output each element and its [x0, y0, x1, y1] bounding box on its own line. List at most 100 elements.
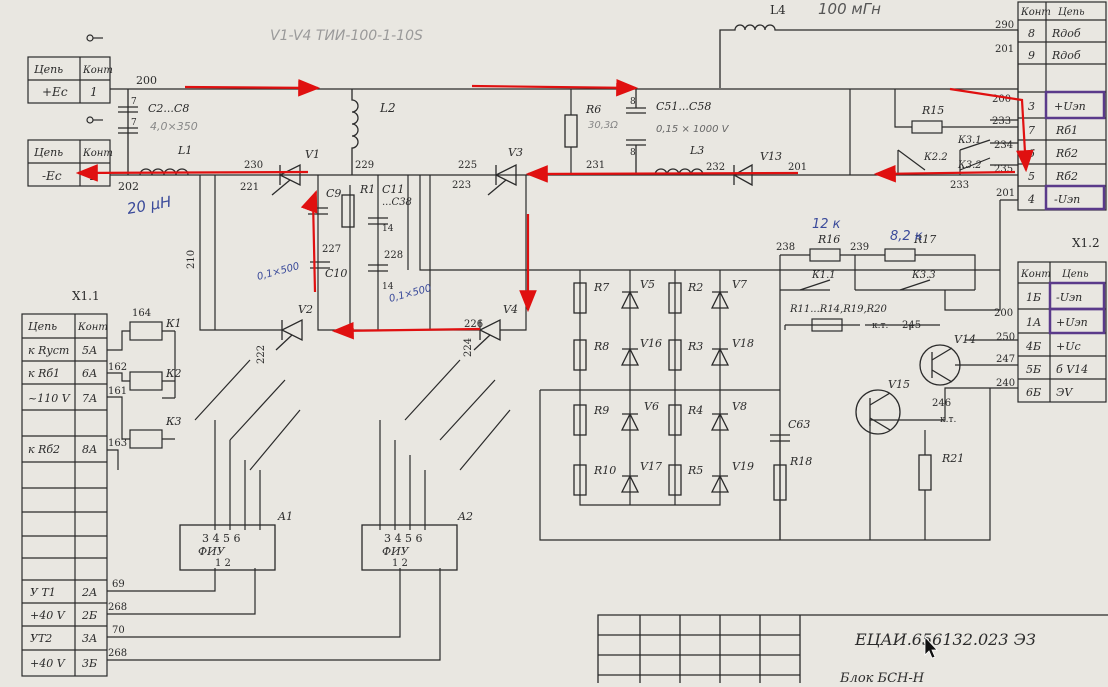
r-left-3: R10: [593, 464, 616, 477]
x11-r2c2: 6А: [82, 367, 97, 380]
v13-label: V13: [760, 150, 782, 163]
xr-r2c2: Rдоб: [1051, 49, 1081, 62]
c11-label-b: ...C38: [382, 197, 412, 208]
n227: 227: [322, 244, 341, 255]
c10-label: C10: [325, 267, 347, 280]
highlight-uep-minus: [1044, 184, 1106, 211]
v-left-1: V16: [640, 337, 662, 350]
n229: 229: [355, 160, 374, 171]
a2-out-pins: 1 2: [392, 558, 408, 569]
xr-r6c1: 5: [1028, 170, 1035, 183]
a1-fiu: ФИУ: [198, 545, 226, 558]
capacitor-c2-c8: [118, 106, 138, 134]
n224: 224: [463, 338, 474, 357]
x12-r2c2: +Uэп: [1056, 316, 1088, 329]
c2c8-value: 4,0×350: [150, 120, 198, 133]
xr-r5c2: Rб2: [1055, 147, 1078, 160]
x11-b3c2: 3А: [82, 632, 97, 645]
v2-label: V2: [298, 303, 313, 316]
title-block: [597, 614, 1108, 683]
x12-r5c2: ЭV: [1056, 386, 1073, 399]
n200: 200: [136, 74, 157, 87]
x11-r3c2: 7А: [82, 392, 97, 405]
x11-r1c2: 5А: [82, 344, 97, 357]
doc-number: ЕЦАИ.656132.023 ЭЗ: [854, 630, 1036, 649]
x1bot-h1: Цепь: [34, 146, 63, 159]
r17-label: R17: [913, 233, 936, 246]
x11-r4c1: к Rб2: [28, 443, 60, 456]
k31-label: К3.1: [957, 135, 982, 146]
x1bot-r1c2: 2: [89, 169, 98, 183]
x1bot-h2: Конт: [82, 148, 113, 159]
transistor-v15: [855, 389, 901, 435]
x11-b3c1: УТ2: [30, 632, 52, 645]
n200b: 200: [994, 308, 1013, 319]
mouse-cursor-icon: [924, 635, 938, 659]
xr-r1c2: Rдоб: [1051, 27, 1081, 40]
r16-value: 12 к: [812, 217, 841, 232]
n268a: 268: [108, 602, 127, 613]
n228: 228: [384, 250, 403, 261]
n200r: 200: [992, 94, 1011, 105]
r-right-3: R5: [687, 464, 703, 477]
inductor-l4: [719, 24, 1018, 88]
xr-r4c2: Rб1: [1055, 124, 1078, 137]
terminal-marks: [86, 34, 103, 124]
v15-label: V15: [888, 378, 910, 391]
relay-coils: [107, 321, 176, 470]
l3-label: L3: [689, 144, 704, 157]
k2-label: К2: [165, 367, 182, 380]
c51-value: 0,15 × 1000 V: [656, 124, 730, 135]
n238: 238: [776, 242, 795, 253]
block-name: Блок БСН-Н: [839, 671, 925, 683]
v1-label: V1: [305, 148, 320, 161]
x1top-r1c1: +Ec: [42, 85, 68, 99]
n223: 223: [452, 180, 471, 191]
n164: 164: [132, 308, 151, 319]
x1-2-title: X1.2: [1072, 236, 1100, 250]
xr-r3c1: 3: [1028, 100, 1035, 113]
n230: 230: [244, 160, 263, 171]
a2-label: A2: [457, 510, 473, 523]
connector-x1-1-main: [21, 313, 108, 677]
n163: 163: [108, 438, 127, 449]
bridge-wires: [199, 175, 1000, 331]
resistor-r1: [341, 194, 355, 228]
v14-label: V14: [954, 333, 976, 346]
l4-value: 100 мГн: [818, 0, 881, 18]
x12-r4c2: б V14: [1056, 363, 1088, 376]
k1-label: К1: [165, 317, 182, 330]
v-left-0: V5: [640, 278, 655, 291]
xr-r7c2: -Uэп: [1054, 193, 1080, 206]
r-left-0: R7: [593, 281, 609, 294]
c2c8-label: C2...C8: [148, 102, 189, 115]
a1-out-pins: 1 2: [215, 558, 231, 569]
n201b: 201: [996, 188, 1015, 199]
resistor-r21: [918, 454, 932, 491]
diode-v13: [732, 163, 753, 187]
r17-value: 8,2 к: [890, 229, 923, 244]
x12-r2c1: 1А: [1026, 316, 1041, 329]
x12-r3c1: 4Б: [1025, 340, 1041, 353]
control-wires: [107, 568, 441, 661]
header-note: V1-V4 ТИИ-100-1-10S: [270, 28, 423, 44]
r16-label: R16: [817, 233, 840, 246]
kt2-label: к.т.: [940, 415, 956, 425]
a2-pins: 3 4 5 6: [384, 532, 422, 545]
n250: 250: [996, 332, 1015, 343]
inductor-l1: [139, 168, 189, 176]
connector-x1-1-bottom: [27, 139, 111, 187]
xr-r4c1: 7: [1028, 124, 1035, 137]
r6-value: 30,3Ω: [588, 120, 618, 131]
a2-fiu: ФИУ: [382, 545, 410, 558]
x11-r3c1: ~110 V: [28, 392, 71, 405]
r-right-1: R3: [687, 340, 703, 353]
n202: 202: [118, 180, 139, 193]
x11-h2: Конт: [77, 322, 108, 333]
a1-pins: 3 4 5 6: [202, 532, 240, 545]
x12-r1c1: 1Б: [1026, 291, 1041, 304]
x12-h1: Конт: [1020, 269, 1051, 280]
power-rails: [110, 88, 1018, 176]
